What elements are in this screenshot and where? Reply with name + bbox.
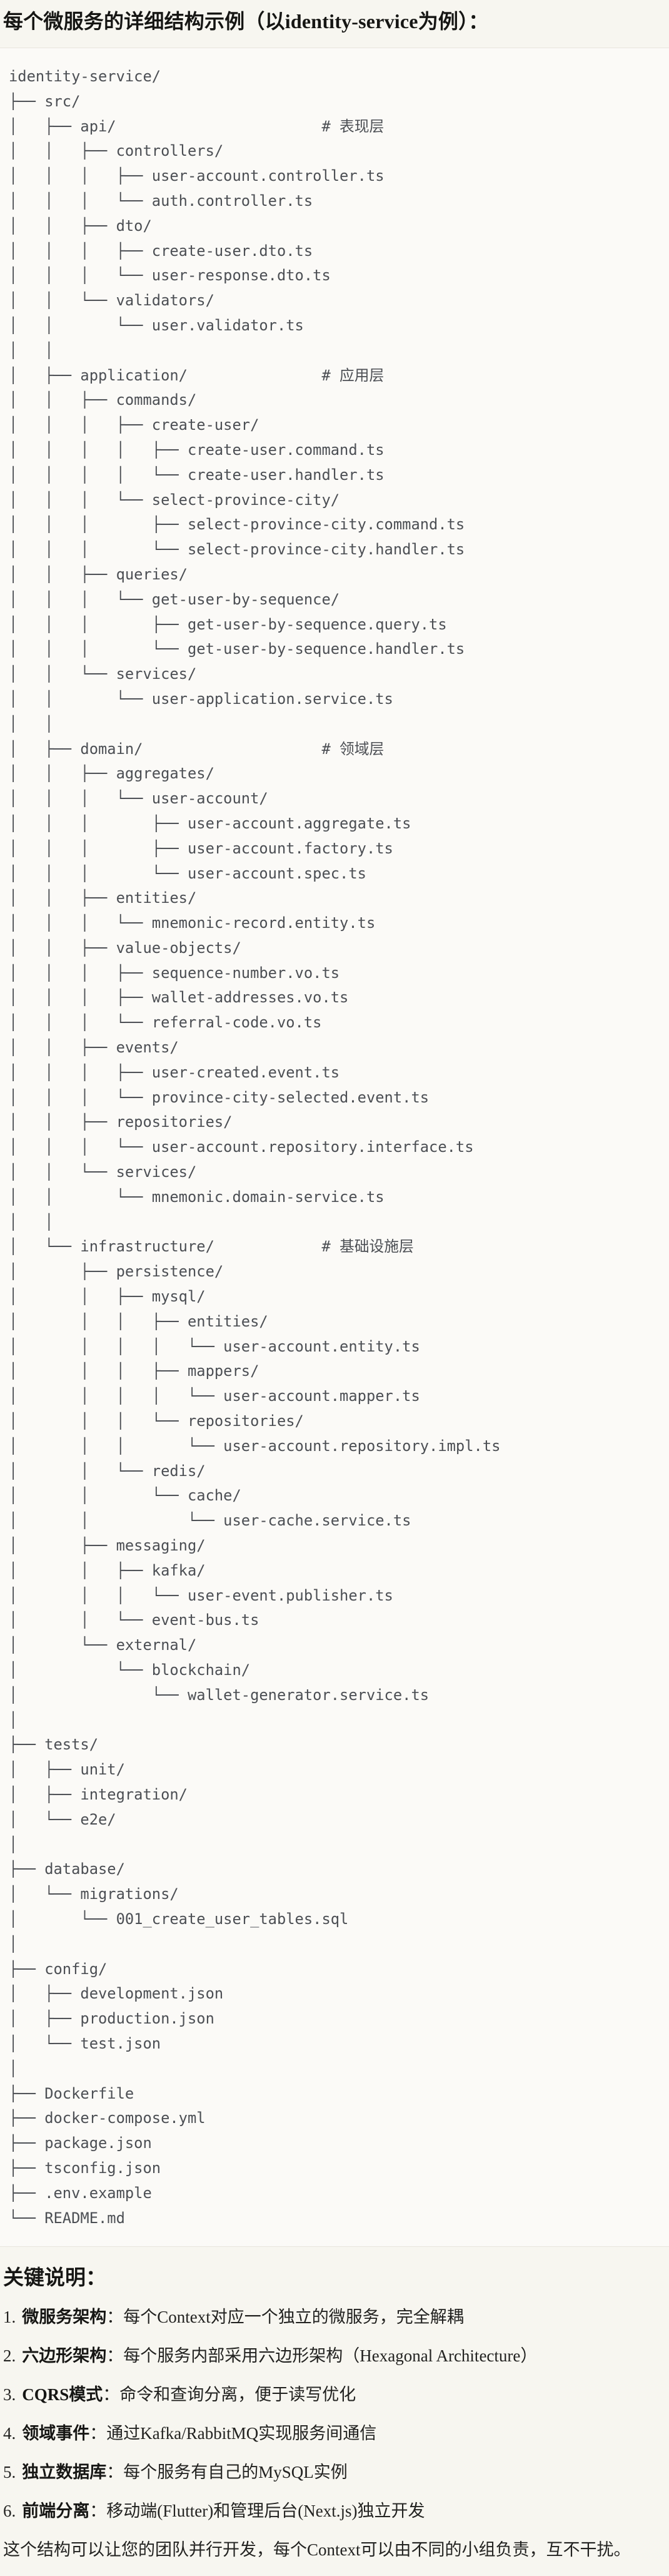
list-number: 3. bbox=[3, 2385, 16, 2405]
list-item: 4. 领域事件：通过Kafka/RabbitMQ实现服务间通信 bbox=[3, 2423, 664, 2443]
list-text: ：每个服务内部采用六边形架构（Hexagonal Architecture） bbox=[106, 2346, 538, 2366]
list-item: 5. 独立数据库：每个服务有自己的MySQL实例 bbox=[3, 2462, 664, 2482]
list-item: 3. CQRS模式：命令和查询分离，便于读写优化 bbox=[3, 2385, 664, 2405]
code-block: identity-service/ ├── src/ │ ├── api/ # … bbox=[0, 48, 669, 2248]
list-text: ：命令和查询分离，便于读写优化 bbox=[103, 2385, 356, 2405]
list-number: 4. bbox=[3, 2424, 16, 2443]
list-item: 2. 六边形架构：每个服务内部采用六边形架构（Hexagonal Architec… bbox=[3, 2346, 664, 2366]
list-number: 6. bbox=[3, 2502, 16, 2521]
list-term: CQRS模式 bbox=[22, 2385, 103, 2405]
list-text: ：通过Kafka/RabbitMQ实现服务间通信 bbox=[89, 2424, 377, 2443]
notes-section: 关键说明： 1. 微服务架构：每个Context对应一个独立的微服务，完全解耦 2.… bbox=[0, 2266, 669, 2560]
directory-tree: identity-service/ ├── src/ │ ├── api/ # … bbox=[9, 68, 501, 2227]
list-term: 六边形架构 bbox=[22, 2346, 107, 2366]
list-text: ：移动端(Flutter)和管理后台(Next.js)独立开发 bbox=[89, 2502, 425, 2521]
notes-heading: 关键说明： bbox=[3, 2267, 106, 2290]
list-term: 微服务架构 bbox=[22, 2308, 107, 2327]
list-item: 6. 前端分离：移动端(Flutter)和管理后台(Next.js)独立开发 bbox=[3, 2501, 664, 2521]
page-title: 每个微服务的详细结构示例（以identity-service为例）： bbox=[3, 10, 489, 33]
list-number: 5. bbox=[3, 2463, 16, 2482]
list-term: 领域事件 bbox=[22, 2424, 90, 2443]
list-term: 前端分离 bbox=[22, 2502, 90, 2521]
list-number: 1. bbox=[3, 2308, 16, 2327]
list-term: 独立数据库 bbox=[22, 2463, 107, 2482]
list-item: 1. 微服务架构：每个Context对应一个独立的微服务，完全解耦 bbox=[3, 2307, 664, 2327]
list-text: ：每个服务有自己的MySQL实例 bbox=[106, 2463, 348, 2482]
closing-paragraph: 这个结构可以让您的团队并行开发，每个Context可以由不同的小组负责，互不干扰… bbox=[3, 2540, 631, 2560]
list-number: 2. bbox=[3, 2346, 16, 2366]
list-text: ：每个Context对应一个独立的微服务，完全解耦 bbox=[106, 2308, 464, 2327]
